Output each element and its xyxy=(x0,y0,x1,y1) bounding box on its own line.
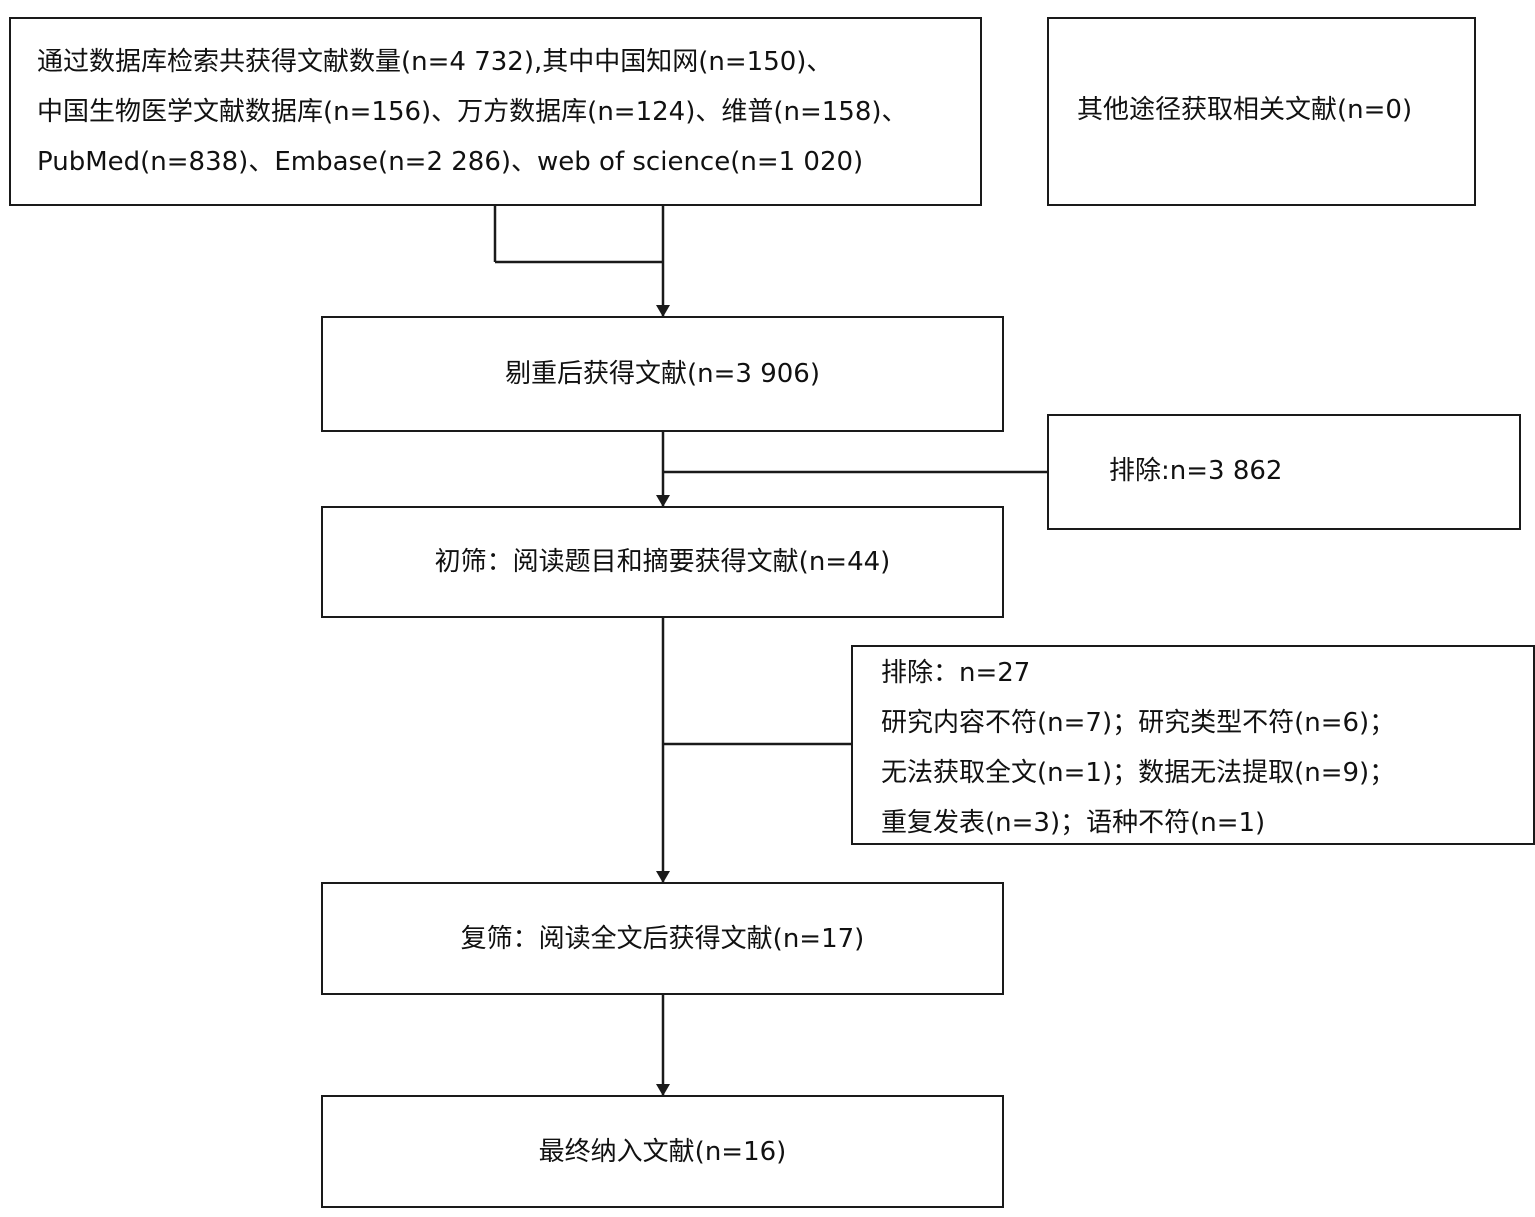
search-records-line-3: PubMed(n=838)、Embase(n=2 286)、web of sci… xyxy=(37,147,864,177)
dedup-text: 剔重后获得文献(n=3 906) xyxy=(505,359,820,389)
search-records-line-2: 中国生物医学文献数据库(n=156)、万方数据库(n=124)、维普(n=158… xyxy=(37,97,908,127)
exclusion-2-line-4: 重复发表(n=3)；语种不符(n=1) xyxy=(881,808,1266,838)
full-text-screening-text: 复筛：阅读全文后获得文献(n=17) xyxy=(460,923,865,954)
search-records-box: 通过数据库检索共获得文献数量(n=4 732),其中中国知网(n=150)、 中… xyxy=(9,17,982,206)
initial-screening-text: 初筛：阅读题目和摘要获得文献(n=44) xyxy=(434,547,891,577)
other-sources-text: 其他途径获取相关文献(n=0) xyxy=(1077,95,1413,125)
exclusion-1-text: 排除:n=3 862 xyxy=(1109,456,1283,486)
exclusion-box-2: 排除：n=27 研究内容不符(n=7)；研究类型不符(n=6)； 无法获取全文(… xyxy=(851,645,1535,845)
dedup-box: 剔重后获得文献(n=3 906) xyxy=(321,316,1004,432)
final-included-box: 最终纳入文献(n=16) xyxy=(321,1095,1004,1208)
final-included-text: 最终纳入文献(n=16) xyxy=(538,1136,787,1167)
exclusion-2-line-2: 研究内容不符(n=7)；研究类型不符(n=6)； xyxy=(881,708,1396,738)
other-sources-box: 其他途径获取相关文献(n=0) xyxy=(1047,17,1476,206)
exclusion-2-line-3: 无法获取全文(n=1)；数据无法提取(n=9)； xyxy=(881,758,1396,788)
exclusion-2-line-1: 排除：n=27 xyxy=(881,658,1031,688)
exclusion-box-1: 排除:n=3 862 xyxy=(1047,414,1521,530)
search-records-line-1: 通过数据库检索共获得文献数量(n=4 732),其中中国知网(n=150)、 xyxy=(37,47,833,77)
full-text-screening-box: 复筛：阅读全文后获得文献(n=17) xyxy=(321,882,1004,995)
initial-screening-box: 初筛：阅读题目和摘要获得文献(n=44) xyxy=(321,506,1004,618)
